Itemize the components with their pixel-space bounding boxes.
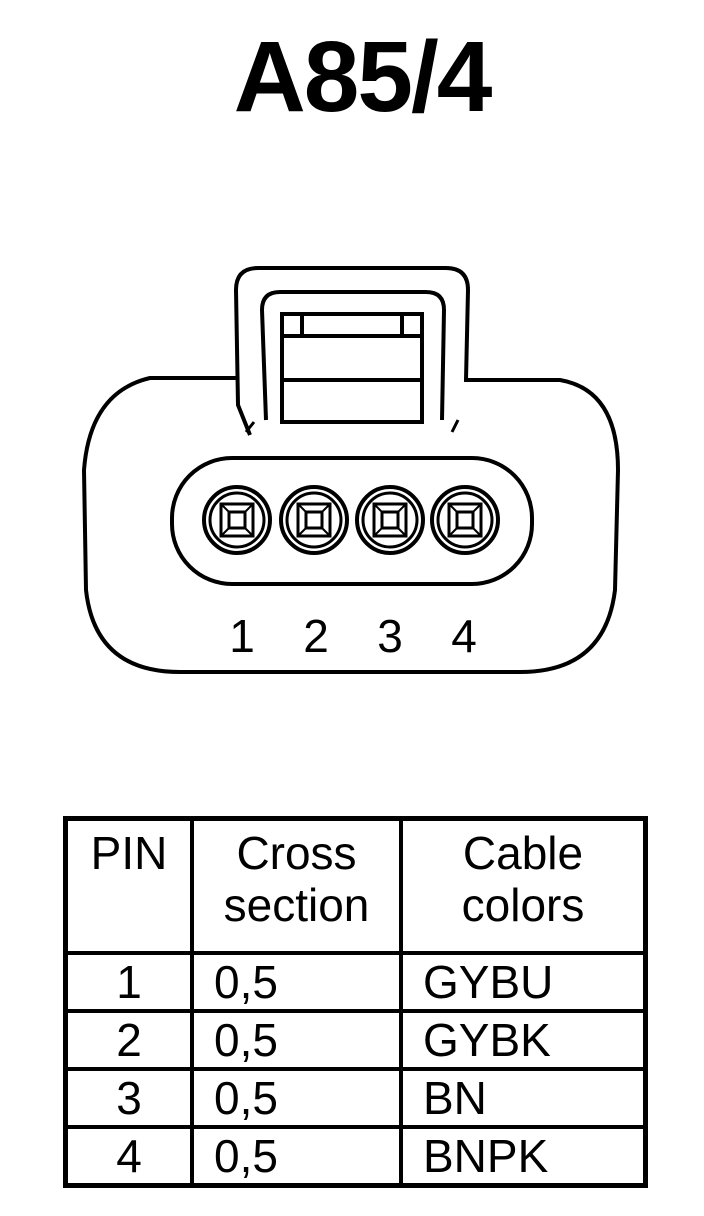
connector-title: A85/4 xyxy=(233,21,493,133)
pin-cavity xyxy=(170,456,534,586)
cell-pin: 2 xyxy=(63,1009,194,1071)
cell-cable-color: BNPK xyxy=(399,1125,648,1188)
table-row: 3 0,5 BN xyxy=(63,1067,648,1129)
connector-diagram: 1 2 3 4 xyxy=(81,266,621,674)
pin-assignment-table: PIN Cross section Cable colors 1 0,5 GYB… xyxy=(63,816,648,1188)
table-row: 4 0,5 BNPK xyxy=(63,1125,648,1188)
latch-tab-right xyxy=(400,312,424,338)
cell-pin: 1 xyxy=(63,951,194,1013)
pin-4-terminal xyxy=(430,485,500,555)
table-header-row: PIN Cross section Cable colors xyxy=(63,816,648,955)
connector-housing-outline xyxy=(81,266,621,674)
latch-frame xyxy=(280,312,424,424)
header-cross-section: Cross section xyxy=(190,816,403,955)
table-row: 1 0,5 GYBU xyxy=(63,951,648,1013)
cell-cable-color: GYBK xyxy=(399,1009,648,1071)
pin-number-4: 4 xyxy=(451,610,477,662)
header-pin: PIN xyxy=(63,816,194,955)
latch-outline xyxy=(259,290,447,421)
pin-3-terminal xyxy=(355,485,425,555)
cell-cross-section: 0,5 xyxy=(190,1125,403,1188)
latch-tick-right xyxy=(450,419,460,433)
cell-cable-color: GYBU xyxy=(399,951,648,1013)
cell-cable-color: BN xyxy=(399,1067,648,1129)
latch-tick-left xyxy=(244,421,256,433)
cell-cross-section: 0,5 xyxy=(190,1009,403,1071)
pin-number-2: 2 xyxy=(303,610,329,662)
cell-pin: 4 xyxy=(63,1125,194,1188)
table-row: 2 0,5 GYBK xyxy=(63,1009,648,1071)
pin-number-1: 1 xyxy=(229,610,255,662)
pin-1-terminal xyxy=(202,485,272,555)
pin-number-3: 3 xyxy=(377,610,403,662)
header-cable-colors: Cable colors xyxy=(399,816,648,955)
cell-cross-section: 0,5 xyxy=(190,951,403,1013)
latch-tab-left xyxy=(280,312,304,338)
cell-cross-section: 0,5 xyxy=(190,1067,403,1129)
pin-2-terminal xyxy=(279,485,349,555)
cell-pin: 3 xyxy=(63,1067,194,1129)
